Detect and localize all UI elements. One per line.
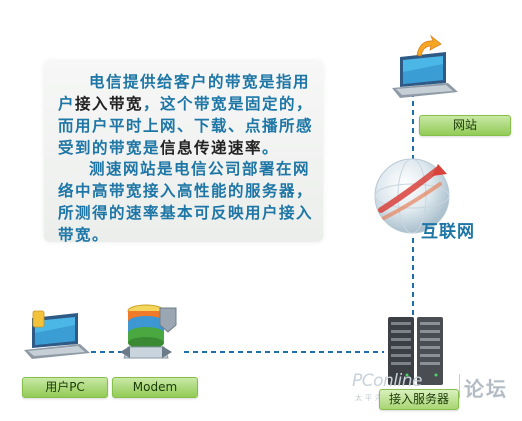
description-paragraph-2: 测速网站是电信公司部署在网络中高带宽接入高性能的服务器，所测得的速率基本可反映用… (58, 160, 314, 244)
watermark-separator (459, 374, 460, 398)
internet-label: 互联网 (421, 222, 475, 242)
description-paragraph-1: 电信提供给客户的带宽是指用户接入带宽，这个带宽是固定的，而用户平时上网、下载、点… (58, 71, 318, 159)
access-server-icon (388, 317, 443, 385)
modem-label: Modem (112, 377, 198, 398)
website-laptop-icon (392, 34, 458, 98)
para1-text-start: 电信提供给客户的带宽是指用户 (58, 73, 311, 113)
modem-icon (120, 304, 177, 359)
internet-globe-icon (374, 158, 450, 234)
watermark-forum: 论坛 (464, 377, 508, 401)
user-pc-label: 用户PC (22, 377, 108, 398)
para1-text-middle: ，这个带宽是固定的，而用户平时上网、下载、点播所感受到的带宽是 (58, 95, 314, 157)
user-pc-laptop-icon (24, 310, 90, 359)
access-server-label: 接入服务器 (379, 389, 459, 410)
watermark-brand: PConline (352, 371, 422, 391)
para1-text-end: 。 (262, 139, 280, 157)
para1-emphasis-info-rate: 信息传递速率 (160, 139, 263, 157)
para1-emphasis-access-bandwidth: 接入带宽 (75, 95, 144, 113)
website-label: 网站 (419, 115, 511, 136)
description-panel: 电信提供给客户的带宽是指用户接入带宽，这个带宽是固定的，而用户平时上网、下载、点… (44, 61, 323, 244)
